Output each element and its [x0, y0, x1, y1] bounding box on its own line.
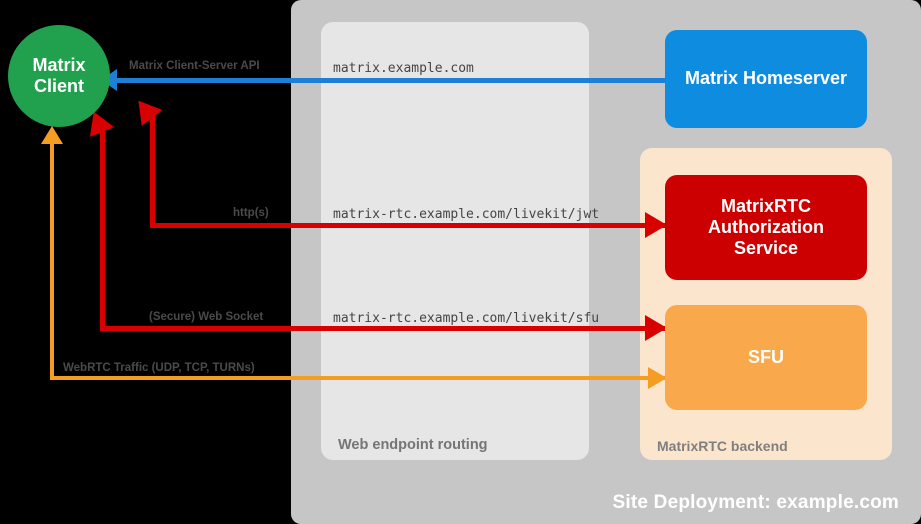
node-matrix-homeserver[interactable]: Matrix Homeserver: [665, 30, 867, 128]
auth-service-line2: Authorization: [708, 216, 824, 237]
connector-jwt-http-vertical: [150, 112, 155, 226]
connector-jwt-http-horizontal: [150, 223, 665, 228]
arrowhead-to-auth-service: [645, 212, 667, 238]
auth-service-line1: MatrixRTC: [720, 195, 811, 216]
endpoint-livekit-jwt: matrix-rtc.example.com/livekit/jwt: [333, 207, 600, 222]
connector-websocket-vertical: [100, 126, 105, 329]
node-sfu[interactable]: SFU: [665, 305, 867, 410]
connector-matrix-client-server-api: [110, 78, 665, 83]
arrowhead-to-sfu-websocket: [645, 315, 667, 341]
arrowhead-to-sfu-webrtc: [648, 367, 667, 389]
site-deployment-label: Site Deployment: example.com: [612, 492, 899, 513]
matrix-client-line2: Client: [33, 76, 84, 96]
web-endpoint-routing-container: [321, 22, 589, 460]
matrix-homeserver-label: Matrix Homeserver: [684, 68, 848, 89]
connector-webrtc-horizontal: [50, 376, 665, 380]
node-matrix-client[interactable]: Matrix Client: [8, 25, 110, 127]
node-matrixrtc-authorization-service[interactable]: MatrixRTC Authorization Service: [665, 175, 867, 280]
matrix-client-line1: Matrix: [32, 55, 86, 76]
sfu-label: SFU: [748, 346, 784, 367]
arrowhead-to-client-jwt: [128, 92, 163, 127]
label-http: http(s): [233, 207, 269, 219]
arrowhead-to-client-webrtc: [41, 126, 63, 144]
endpoint-livekit-sfu: matrix-rtc.example.com/livekit/sfu: [333, 311, 600, 326]
label-webrtc-traffic: WebRTC Traffic (UDP, TCP, TURNs): [63, 362, 255, 374]
web-endpoint-routing-label: Web endpoint routing: [338, 437, 488, 453]
connector-webrtc-vertical: [50, 140, 54, 378]
auth-service-line3: Service: [733, 238, 799, 259]
connector-websocket-horizontal: [100, 326, 665, 331]
endpoint-matrix-example-com: matrix.example.com: [333, 61, 474, 76]
label-matrix-client-server-api: Matrix Client-Server API: [129, 60, 260, 72]
matrixrtc-backend-label: MatrixRTC backend: [657, 438, 788, 454]
label-secure-web-socket: (Secure) Web Socket: [149, 311, 264, 323]
